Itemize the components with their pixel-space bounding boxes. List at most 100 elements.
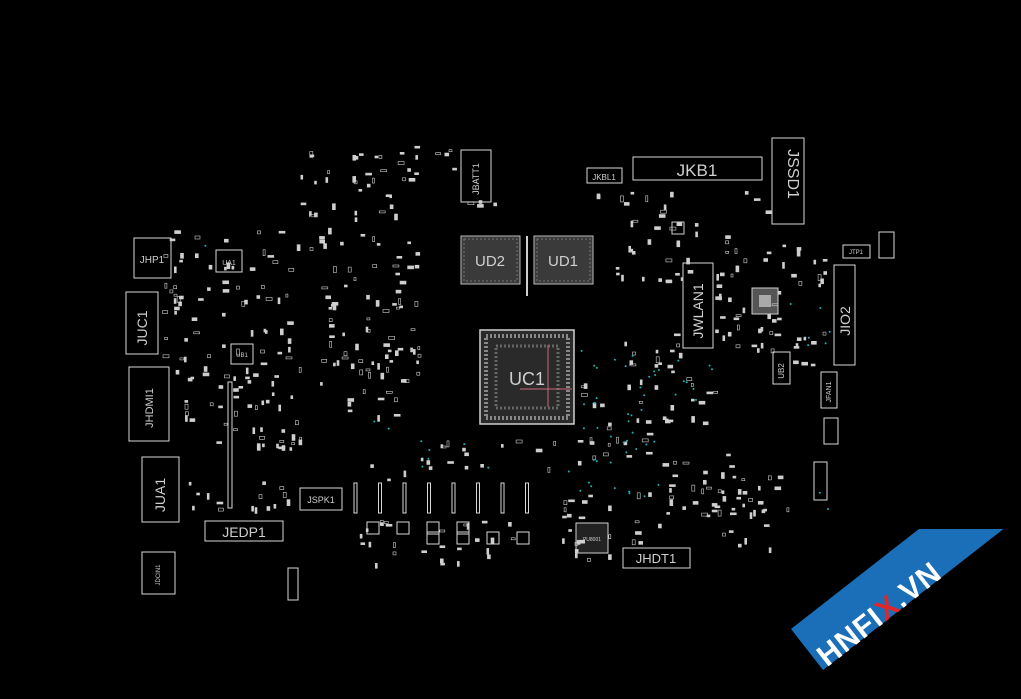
connector-jua1[interactable]: JUA1	[141, 456, 180, 523]
via	[579, 489, 582, 492]
passive-part	[632, 351, 636, 356]
connector-jhdmi1[interactable]: JHDMI1	[128, 366, 170, 442]
passive-part	[355, 343, 359, 351]
passive-part	[180, 253, 184, 259]
via	[580, 349, 583, 352]
passive-part	[763, 508, 768, 512]
via	[627, 420, 630, 423]
passive-part	[670, 191, 674, 198]
via	[595, 366, 598, 369]
passive-part	[487, 554, 491, 560]
passive-part	[744, 191, 749, 195]
passive-part	[635, 531, 642, 535]
connector-jkb1[interactable]: JKB1	[632, 156, 763, 181]
passive-part	[467, 201, 475, 205]
connector-jspk1[interactable]: JSPK1	[299, 487, 343, 511]
passive-part	[347, 398, 355, 402]
passive-part	[767, 313, 772, 320]
passive-part	[568, 529, 572, 532]
passive-part	[589, 441, 595, 445]
passive-part	[378, 210, 386, 214]
passive-part	[770, 348, 775, 354]
passive-part	[574, 549, 579, 553]
passive-part	[615, 266, 620, 270]
connector-jhp1[interactable]: JHP1	[133, 237, 172, 279]
label-jkbl1: JKBL1	[592, 173, 616, 182]
connector-small[interactable]	[287, 567, 299, 601]
passive-part	[236, 285, 240, 290]
passive-part	[457, 547, 462, 551]
passive-part	[415, 155, 419, 160]
passive-part	[638, 541, 644, 545]
chip-ec[interactable]	[751, 287, 779, 315]
label-juc1: JUC1	[134, 310, 150, 345]
label-ud2: UD2	[475, 253, 505, 270]
passive-part	[164, 337, 168, 340]
passive-part	[251, 505, 254, 512]
connector-jwlan1[interactable]: JWLAN1	[682, 262, 714, 349]
passive-part	[676, 343, 680, 348]
chip-small[interactable]	[671, 221, 685, 235]
passive-part	[266, 506, 271, 511]
connector-jtp1[interactable]: JTP1	[842, 244, 871, 259]
chip-ub1[interactable]: UB1	[230, 343, 254, 365]
passive-part	[645, 420, 652, 424]
connector-jfan1[interactable]: JFAN1	[820, 371, 838, 409]
passive-part	[725, 240, 729, 245]
chip-ud1[interactable]: UD1	[533, 235, 594, 285]
passive-part	[325, 177, 329, 183]
passive-part	[678, 352, 683, 359]
passive-part	[314, 180, 317, 185]
passive-part	[259, 435, 265, 440]
connector-small[interactable]	[823, 417, 839, 445]
passive-part	[256, 295, 261, 299]
connector-jdcin1[interactable]: JDCIN1	[141, 551, 176, 595]
passive-part	[627, 384, 632, 391]
passive-part	[174, 230, 181, 234]
passive-part	[173, 293, 178, 297]
passive-part	[174, 306, 180, 311]
chip-uc1[interactable]: UC1	[479, 329, 575, 425]
connector-jssd1[interactable]: JSSD1	[771, 137, 805, 225]
passive-part	[414, 145, 421, 149]
passive-part	[289, 447, 293, 451]
passive-part	[736, 496, 742, 500]
connector-small[interactable]	[878, 231, 895, 259]
chip-ub2[interactable]: UB2	[772, 351, 791, 385]
connector-jedp1[interactable]: JEDP1	[204, 520, 284, 542]
passive-part	[701, 488, 704, 495]
passive-part	[796, 337, 802, 342]
connector-jbatt1[interactable]: JBATT1	[460, 149, 492, 203]
passive-part	[366, 183, 371, 188]
passive-part	[666, 512, 671, 515]
passive-part	[262, 443, 265, 448]
passive-part	[273, 503, 277, 509]
passive-part	[654, 364, 659, 368]
passive-part	[672, 474, 679, 478]
passive-part	[720, 316, 726, 319]
passive-part	[358, 359, 364, 364]
connector-small[interactable]	[813, 461, 828, 501]
passive-part	[729, 465, 735, 468]
passive-part	[360, 234, 366, 237]
passive-part	[277, 351, 283, 355]
passive-part	[291, 442, 295, 445]
passive-part	[596, 195, 601, 199]
passive-part	[380, 522, 384, 526]
passive-part	[715, 296, 722, 300]
connector-jhdt1[interactable]: JHDT1	[622, 547, 691, 569]
connector-jkbl1[interactable]: JKBL1	[586, 167, 623, 184]
passive-part	[366, 328, 371, 333]
chip-ud2[interactable]: UD2	[460, 235, 521, 285]
passive-part	[222, 280, 229, 285]
connector-jio2[interactable]: JIO2	[833, 264, 856, 366]
passive-part	[641, 276, 645, 282]
via	[421, 465, 424, 468]
connector-juc1[interactable]: JUC1	[125, 291, 159, 355]
passive-part	[399, 305, 404, 309]
passive-part	[203, 366, 208, 372]
chip-pu8001[interactable]: PU8001	[575, 522, 609, 554]
passive-part	[387, 478, 391, 482]
passive-part	[202, 372, 210, 377]
capacitor	[451, 482, 456, 514]
